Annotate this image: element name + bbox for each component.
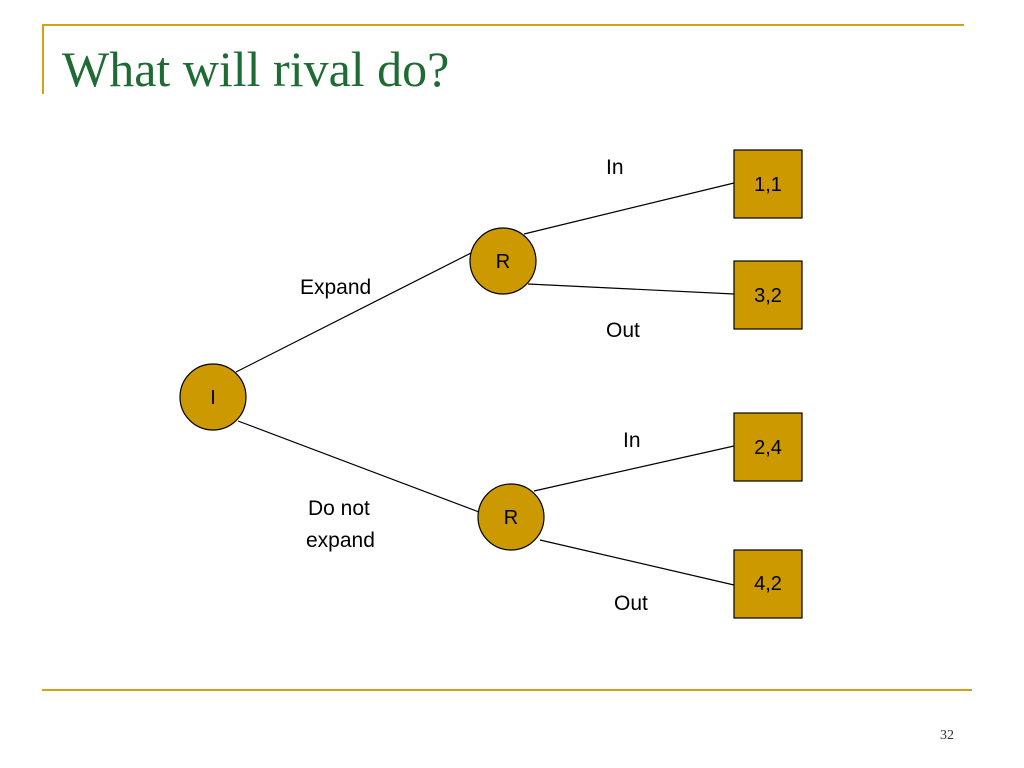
slide-title: What will rival do?: [62, 41, 450, 97]
payoff-lower-in: 2,4: [754, 437, 782, 459]
lower-rival-node-label: R: [504, 507, 518, 529]
edge-expand: [235, 251, 474, 373]
payoff-upper-in: 1,1: [754, 174, 782, 196]
payoff-upper-out: 3,2: [754, 285, 782, 307]
payoff-box-upper-out: 3,2: [733, 260, 803, 330]
lower-rival-node: R: [477, 483, 545, 551]
upper-rival-node: R: [469, 227, 537, 295]
edge-upper-out: [527, 283, 735, 295]
root-node: I: [179, 363, 247, 431]
payoff-box-lower-in: 2,4: [733, 412, 803, 482]
label-do-not: Do not: [308, 497, 370, 520]
edge-lower-in: [533, 445, 735, 492]
page-number: 32: [940, 728, 954, 743]
label-lower-out: Out: [614, 592, 648, 615]
label-lower-in: In: [623, 429, 641, 452]
label-upper-out: Out: [606, 319, 640, 342]
label-expand-2: expand: [306, 529, 375, 552]
bottom-rule: [42, 689, 972, 691]
edge-upper-in: [523, 182, 735, 235]
label-upper-in: In: [606, 156, 624, 179]
edge-lower-out: [539, 539, 735, 586]
upper-rival-node-label: R: [496, 251, 510, 273]
payoff-box-lower-out: 4,2: [733, 549, 803, 619]
left-rule: [42, 24, 44, 94]
payoff-lower-out: 4,2: [754, 573, 782, 595]
edge-not-expand: [237, 420, 480, 513]
label-expand: Expand: [300, 276, 371, 299]
root-node-label: I: [210, 387, 216, 409]
top-rule: [42, 24, 964, 26]
payoff-box-upper-in: 1,1: [733, 149, 803, 219]
